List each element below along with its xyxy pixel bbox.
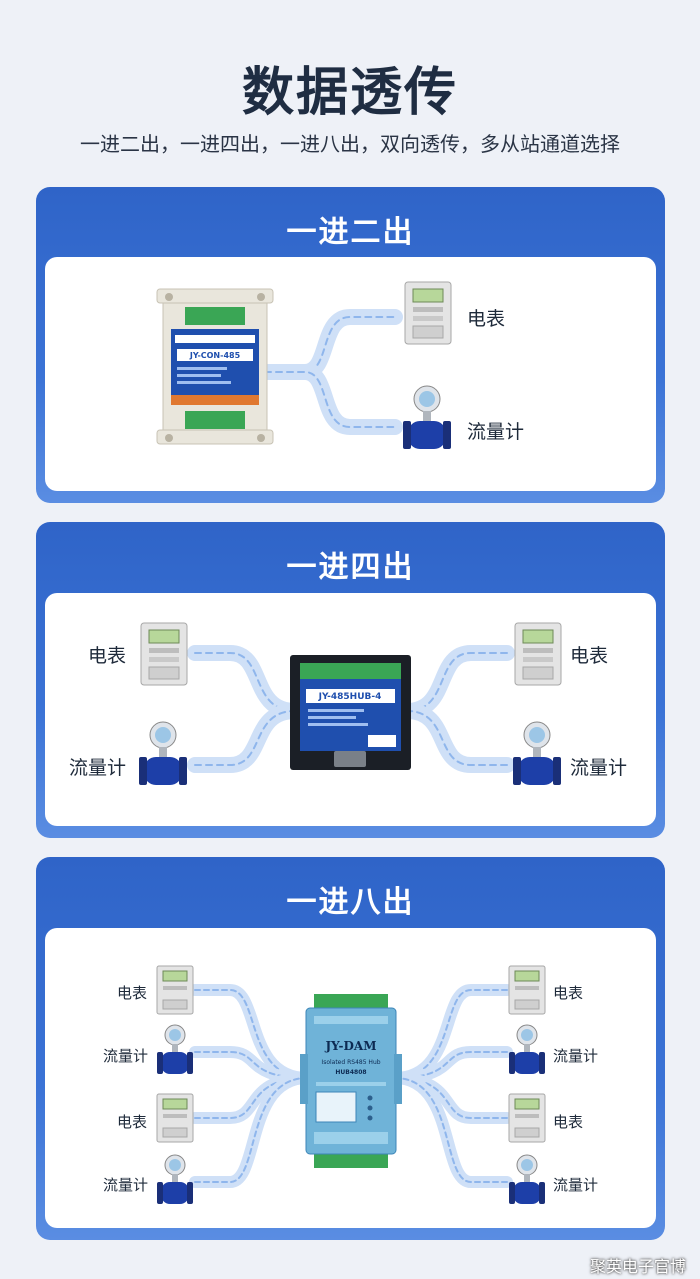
connection-lines bbox=[189, 984, 513, 1188]
flowmeter-icon bbox=[509, 1024, 545, 1074]
diagram-one-to-two: JY-CON-485 bbox=[156, 281, 452, 449]
output-label-flowmeter: 流量计 bbox=[467, 421, 525, 443]
diagram-panel: JY-485HUB-4 bbox=[45, 593, 656, 826]
diagram-panel: JY-DAM Isolated RS485 Hub HUB4808 bbox=[45, 928, 656, 1228]
electric-meter-icon bbox=[140, 622, 188, 686]
page-title: 数据透传 bbox=[241, 63, 458, 123]
flowmeter-icon bbox=[513, 721, 561, 785]
connection-lines bbox=[257, 309, 403, 435]
section-title: 一进八出 bbox=[286, 885, 415, 920]
section-one-to-eight: 一进八出 bbox=[36, 857, 665, 1240]
flowmeter-icon bbox=[139, 721, 187, 785]
flowmeter-icon bbox=[157, 1024, 193, 1074]
device-model-label: JY-485HUB-4 bbox=[318, 692, 382, 702]
electric-meter-icon bbox=[514, 622, 562, 686]
section-title: 一进四出 bbox=[286, 550, 415, 585]
section-one-to-four: 一进四出 JY-485HUB-4 bbox=[36, 522, 665, 838]
flowmeter-icon bbox=[509, 1154, 545, 1204]
diagram-one-to-eight: JY-DAM Isolated RS485 Hub HUB4808 bbox=[156, 965, 546, 1204]
section-one-to-two: 一进二出 JY-CON-485 bbox=[36, 187, 665, 503]
device-model-label: HUB4808 bbox=[335, 1069, 366, 1076]
output-label-meter: 电表 bbox=[467, 308, 506, 330]
left-label-flowmeter: 流量计 bbox=[69, 757, 127, 779]
right-label-flowmeter: 流量计 bbox=[570, 757, 628, 779]
flowmeter-icon bbox=[403, 385, 451, 449]
electric-meter-icon bbox=[404, 281, 452, 345]
left-label-flowmeter: 流量计 bbox=[103, 1176, 149, 1194]
device-brand-label: JY-DAM bbox=[324, 1039, 376, 1053]
electric-meter-icon bbox=[508, 965, 546, 1015]
right-label-flowmeter: 流量计 bbox=[553, 1176, 599, 1194]
watermark: 聚英电子官博 bbox=[589, 1257, 686, 1276]
section-title: 一进二出 bbox=[286, 215, 415, 250]
left-label-meter: 电表 bbox=[88, 645, 127, 667]
right-label-meter: 电表 bbox=[570, 645, 609, 667]
converter-device: JY-CON-485 bbox=[156, 288, 274, 445]
diagram-one-to-four: JY-485HUB-4 bbox=[139, 622, 562, 785]
left-label-meter: 电表 bbox=[117, 984, 148, 1002]
left-label-flowmeter: 流量计 bbox=[103, 1047, 149, 1065]
right-label-meter: 电表 bbox=[553, 1113, 584, 1131]
device-name-label: Isolated RS485 Hub bbox=[321, 1059, 380, 1066]
device-model-label: JY-CON-485 bbox=[189, 351, 241, 360]
electric-meter-icon bbox=[508, 1093, 546, 1143]
electric-meter-icon bbox=[156, 965, 194, 1015]
hub4-device: JY-485HUB-4 bbox=[290, 655, 411, 770]
electric-meter-icon bbox=[156, 1093, 194, 1143]
page-subtitle: 一进二出，一进四出，一进八出，双向透传，多从站通道选择 bbox=[80, 132, 620, 156]
hub8-device: JY-DAM Isolated RS485 Hub HUB4808 bbox=[300, 994, 402, 1168]
diagram-panel: JY-CON-485 bbox=[45, 257, 656, 491]
flowmeter-icon bbox=[157, 1154, 193, 1204]
connection-lines bbox=[187, 645, 515, 773]
right-label-meter: 电表 bbox=[553, 984, 584, 1002]
right-label-flowmeter: 流量计 bbox=[553, 1047, 599, 1065]
left-label-meter: 电表 bbox=[117, 1113, 148, 1131]
